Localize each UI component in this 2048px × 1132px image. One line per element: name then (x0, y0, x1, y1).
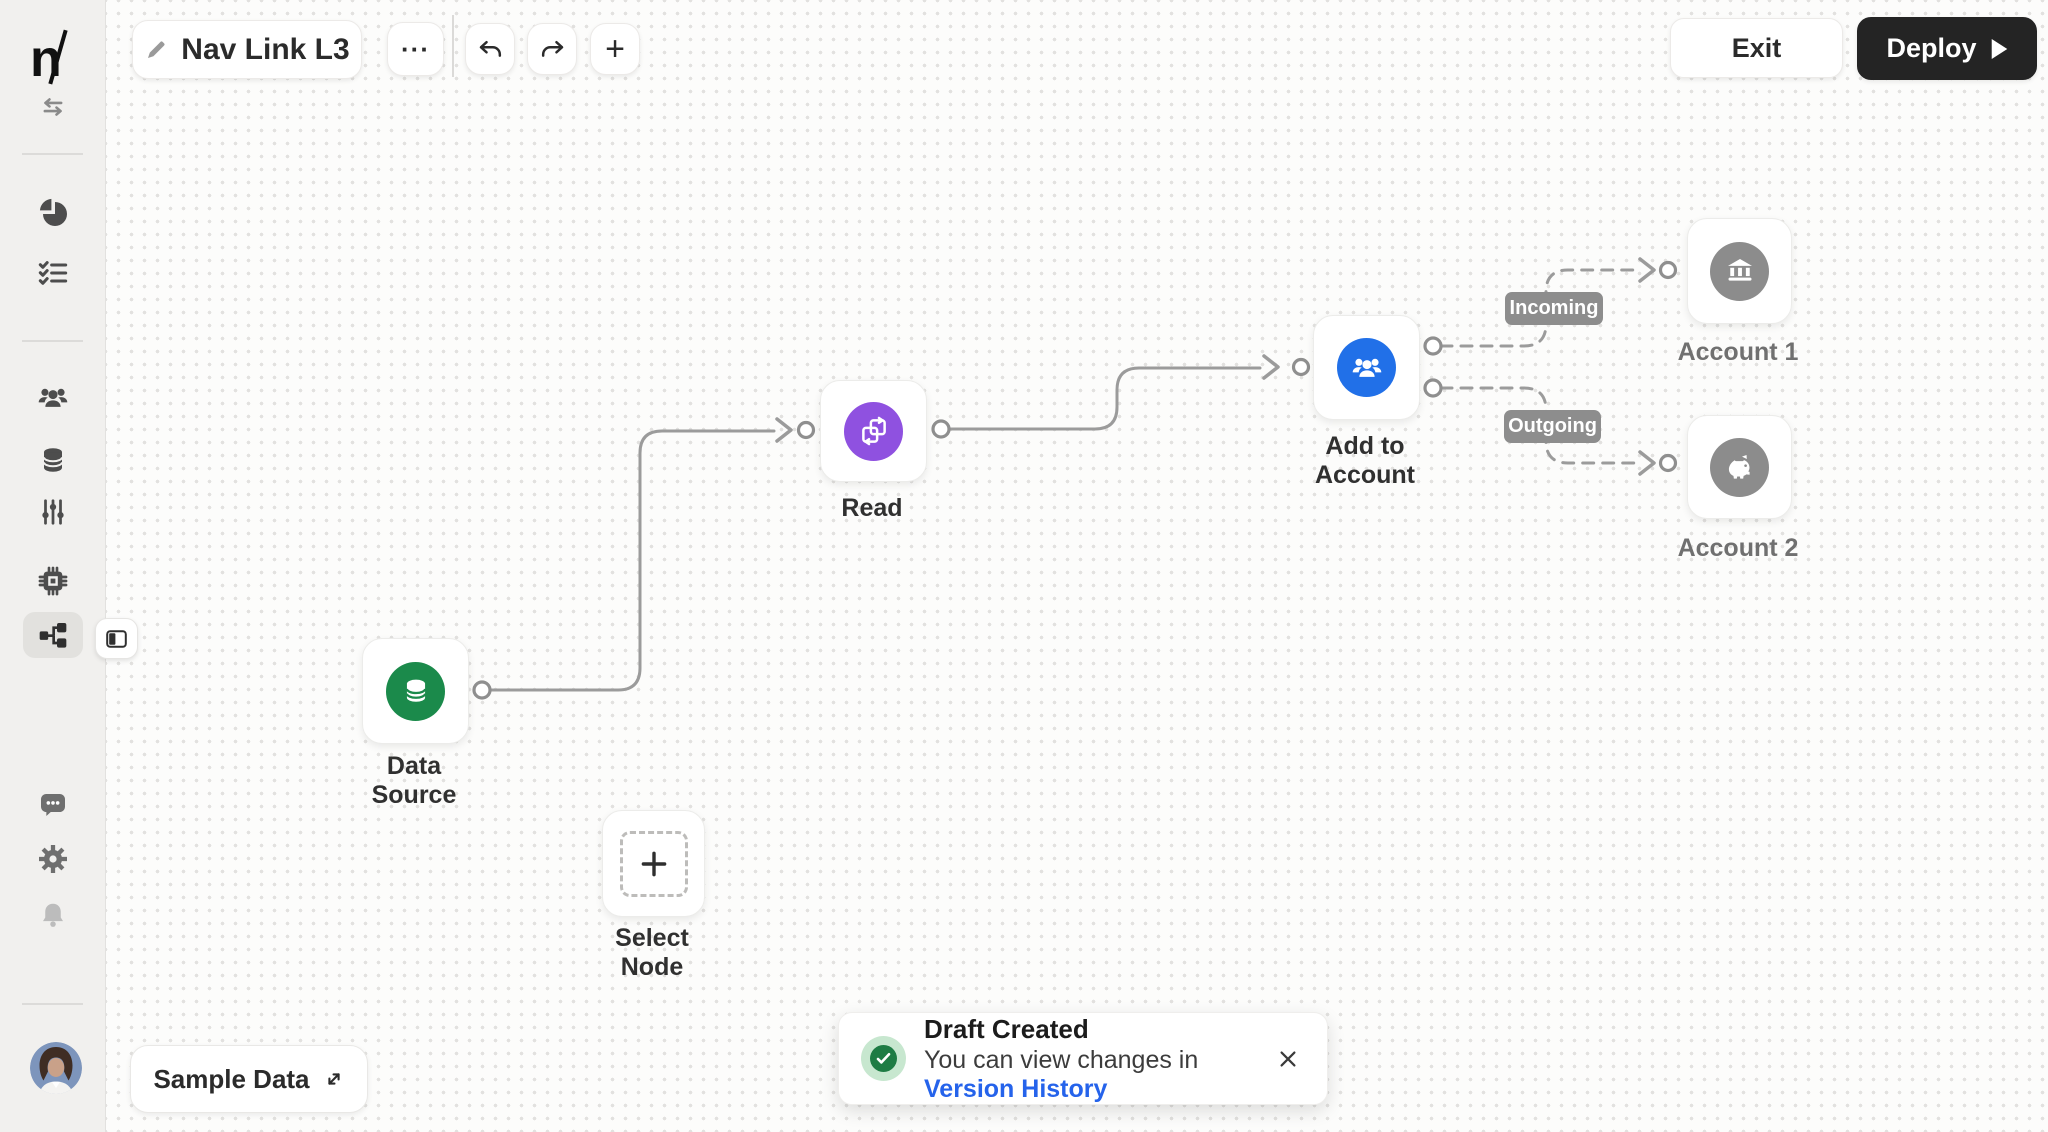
panel-toggle-button[interactable] (95, 618, 138, 659)
node-account-1[interactable] (1687, 218, 1792, 324)
notifications-bell-icon[interactable] (36, 898, 70, 932)
draft-created-toast: Draft Created You can view changes in Ve… (838, 1012, 1328, 1105)
transfer-icon (844, 401, 903, 461)
piggy-bank-icon (1710, 437, 1769, 497)
node-label-select-node: Select Node (615, 924, 689, 981)
expand-icon (327, 1073, 340, 1085)
toast-title: Draft Created (924, 1013, 1089, 1044)
deploy-label: Deploy (1886, 33, 1977, 63)
sidebar-divider (22, 340, 83, 342)
exit-button[interactable]: Exit (1670, 18, 1843, 78)
edge-label-incoming[interactable]: Incoming (1505, 292, 1603, 325)
sample-data-label: Sample Data (153, 1063, 310, 1094)
success-check-icon (861, 1036, 906, 1081)
more-options-button[interactable]: ··· (387, 22, 444, 76)
toast-message-text: You can view changes in (924, 1045, 1199, 1074)
node-add-to-account[interactable] (1313, 315, 1420, 420)
deploy-button[interactable]: Deploy (1857, 17, 2037, 80)
node-read[interactable] (820, 380, 927, 482)
edit-pencil-icon (144, 38, 168, 62)
app-logo[interactable]: n (30, 29, 76, 88)
app-sidebar: n (0, 0, 106, 1132)
toast-message: You can view changes in Version History (924, 1046, 1271, 1104)
node-data-source[interactable] (362, 638, 469, 744)
edge-label-outgoing[interactable]: Outgoing (1504, 410, 1601, 443)
pie-chart-icon[interactable] (36, 195, 70, 229)
user-avatar[interactable] (30, 1042, 82, 1094)
chip-icon[interactable] (36, 564, 70, 598)
toolbar-divider (452, 15, 454, 77)
flow-canvas[interactable] (105, 0, 2048, 1132)
node-label-data-source: Data Source (371, 752, 457, 809)
node-select-node[interactable] (602, 810, 705, 917)
undo-button[interactable] (465, 23, 515, 75)
node-label-account-2: Account 2 (1677, 534, 1799, 562)
close-icon (1280, 1050, 1296, 1067)
checklist-icon[interactable] (36, 256, 70, 290)
play-icon (1991, 38, 2007, 59)
node-label-add-to-account: Add to Account (1315, 432, 1415, 489)
bank-icon (1710, 241, 1769, 301)
swap-horizontal-icon[interactable] (36, 90, 70, 124)
users-icon (1337, 338, 1396, 397)
plus-slot-icon (619, 830, 688, 897)
settings-gear-icon[interactable] (36, 842, 70, 876)
node-label-account-1: Account 1 (1677, 338, 1799, 366)
toast-close-button[interactable] (1271, 1042, 1305, 1076)
node-account-2[interactable] (1687, 415, 1792, 519)
undo-icon (479, 40, 501, 57)
database-icon[interactable] (36, 443, 70, 477)
panel-layout-icon (106, 629, 127, 648)
flow-title: Nav Link L3 (181, 32, 350, 66)
database-icon (386, 661, 445, 721)
redo-button[interactable] (527, 23, 577, 75)
sidebar-divider (22, 153, 83, 155)
flow-title-card[interactable]: Nav Link L3 (132, 20, 362, 79)
node-label-read: Read (841, 494, 903, 522)
sidebar-divider (22, 1003, 83, 1005)
add-node-button[interactable]: + (590, 23, 640, 75)
chat-icon[interactable] (36, 787, 70, 821)
version-history-link[interactable]: Version History (924, 1074, 1108, 1103)
redo-icon (541, 40, 563, 57)
sample-data-button[interactable]: Sample Data (130, 1045, 368, 1113)
users-icon[interactable] (36, 381, 70, 415)
flow-builder-icon-active[interactable] (36, 618, 70, 652)
sliders-icon[interactable] (36, 495, 70, 529)
